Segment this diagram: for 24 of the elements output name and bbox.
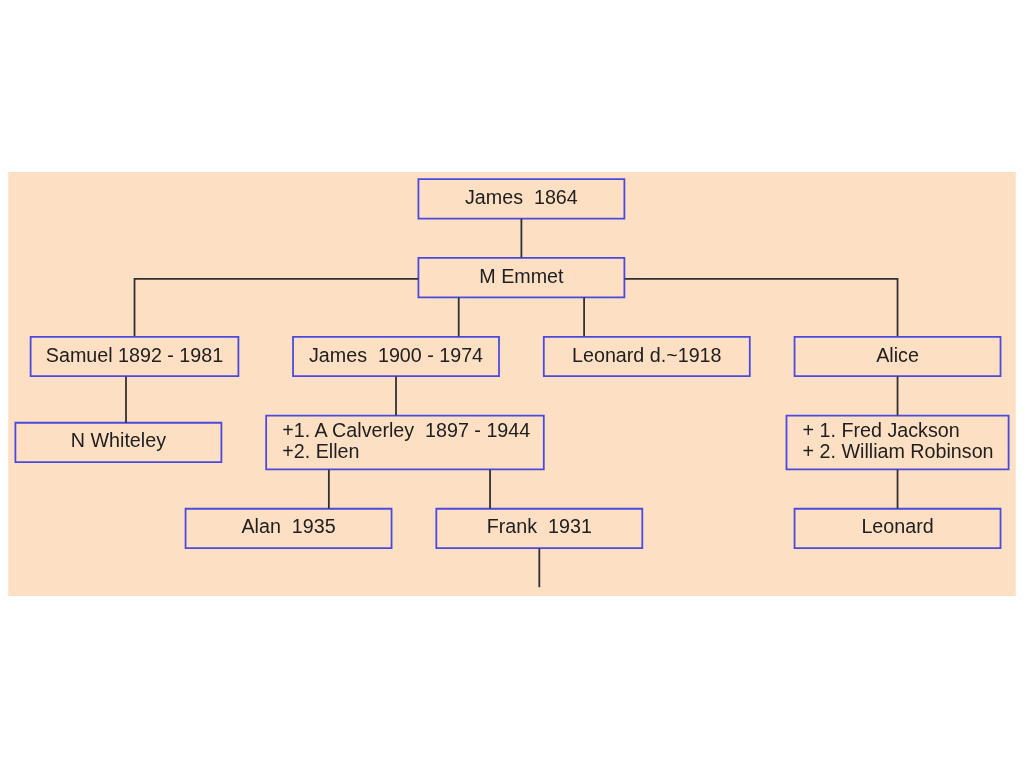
node-box: James 1864 [417,178,626,220]
node-box: Alan 1935 [184,507,393,550]
node-box: James 1900 - 1974 [292,335,500,378]
connector [896,468,899,510]
node-box: Leonard [793,507,1002,550]
node-box: Leonard d.~1918 [542,335,751,378]
node-box: +1. A Calverley 1897 - 1944 +2. Ellen [265,414,545,471]
connector [395,375,397,417]
connector [896,375,899,417]
connector [520,217,523,259]
node-box: Frank 1931 [435,507,644,550]
connector [457,296,460,338]
connector [327,468,330,510]
connector [623,278,899,337]
connector [125,375,127,424]
connector [489,468,491,510]
node-box: Samuel 1892 - 1981 [29,335,240,378]
node-box: Alice [793,335,1002,378]
connector [583,296,585,338]
connector [538,547,541,589]
node-box: M Emmet [417,257,626,299]
connector [133,278,420,337]
node-box: N Whiteley [14,421,223,464]
node-box: + 1. Fred Jackson + 2. William Robinson [785,414,1010,471]
